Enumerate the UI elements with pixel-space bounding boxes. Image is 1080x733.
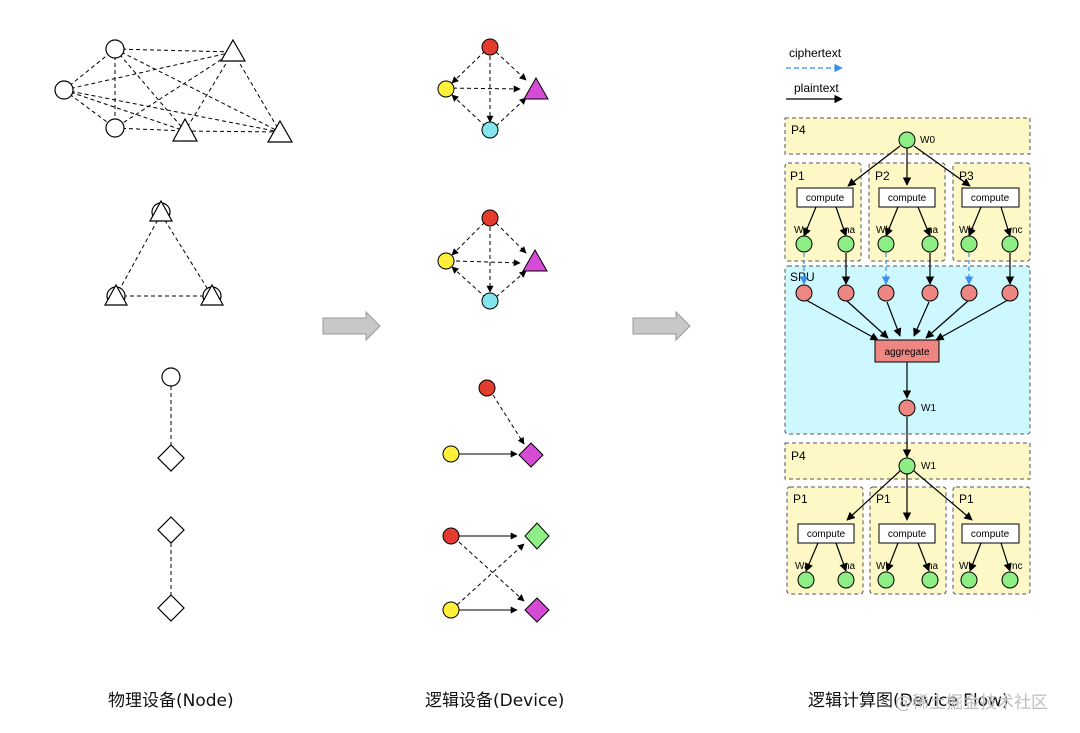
compute-box-label: compute (971, 529, 1010, 540)
physical-node-triangle (266, 119, 294, 143)
w0-label: W0 (920, 135, 935, 146)
aggregate-box (874, 339, 940, 363)
legend-ciphertext-label: ciphertext (789, 46, 842, 60)
lower-output-node (877, 571, 895, 589)
lower-output-label: na (844, 561, 856, 572)
bottom-party-label-3: P1 (959, 492, 974, 506)
logical-group-3 (442, 379, 544, 468)
spu-w1-node (898, 399, 916, 417)
physical-device-caption: 物理设备(Node) (108, 691, 234, 711)
bottom-party-label-2: P1 (876, 492, 891, 506)
upper-output-label: nc (1012, 225, 1023, 236)
lower-output-node (837, 571, 855, 589)
upper-output-label: Wb (876, 225, 891, 236)
transition-arrow-1 (322, 310, 381, 342)
top-party-label: P4 (791, 123, 806, 137)
upper-output-node (1001, 235, 1019, 253)
physical-device-column (54, 38, 294, 622)
aggregate-label: aggregate (884, 347, 929, 358)
physical-node-triangle (171, 117, 199, 142)
party-label-2: P2 (875, 169, 890, 183)
upper-output-label: na (844, 225, 856, 236)
compute-box (797, 523, 855, 544)
physical-pair-group-1 (157, 367, 185, 472)
watermark: @稀土掘金技术社区 (895, 693, 1048, 713)
upper-output-label: na (927, 225, 939, 236)
physical-pair-group-2 (157, 516, 185, 622)
lower-output-node (1001, 571, 1019, 589)
physical-mesh-nodes (54, 38, 294, 143)
bottom-party-label: P4 (791, 449, 806, 463)
legend-plaintext-label: plaintext (794, 81, 839, 95)
compute-box (961, 187, 1020, 208)
upper-output-node (960, 235, 978, 253)
physical-node-circle (105, 118, 125, 138)
lower-output-label: Wb (876, 561, 891, 572)
logical-device-caption: 逻辑设备(Device) (425, 691, 565, 711)
device-flow-caption: 逻辑计算图(Device Flow) (808, 691, 1009, 711)
physical-mesh-edges (63, 48, 281, 133)
compute-box-label: compute (888, 529, 927, 540)
compute-box-label: compute (971, 193, 1010, 204)
physical-node-circle (105, 39, 125, 59)
lower-output-label: nc (1012, 561, 1023, 572)
upper-output-node (837, 235, 855, 253)
spu-input-node (1001, 284, 1019, 302)
compute-box (796, 187, 854, 208)
physical-node-triangle (219, 38, 247, 62)
spu-w1-label: W1 (921, 403, 936, 414)
spu-label: SPU (790, 270, 815, 284)
logical-group-4 (442, 522, 550, 623)
lower-output-node (960, 571, 978, 589)
spu-input-node (877, 284, 895, 302)
lower-output-node (921, 571, 939, 589)
w1-label: W1 (921, 461, 936, 472)
lower-output-label: Wb (959, 561, 974, 572)
party-label-3: P3 (959, 169, 974, 183)
physical-triangle-group (103, 199, 225, 306)
w1-node (898, 457, 916, 475)
w0-node (898, 131, 916, 149)
compute-box-label: compute (806, 193, 845, 204)
lower-output-node (797, 571, 815, 589)
spu-input-node (960, 284, 978, 302)
lower-output-label: na (927, 561, 939, 572)
upper-compute-boxes: compute compute compute (796, 187, 1020, 208)
compute-box (878, 187, 936, 208)
upper-output-node (921, 235, 939, 253)
upper-output-node (795, 235, 813, 253)
bottom-party-label-1: P1 (793, 492, 808, 506)
lower-compute-boxes: compute compute compute (797, 523, 1020, 544)
device-flow-column: ciphertext plaintext P4 P1 P2 P3 SPU P4 … (784, 46, 1031, 595)
compute-box-label: compute (807, 529, 846, 540)
logical-group-1 (437, 38, 549, 139)
physical-node-circle (54, 80, 74, 100)
spu-input-node (921, 284, 939, 302)
upper-output-label: Wa (794, 225, 809, 236)
upper-output-node (877, 235, 895, 253)
compute-box-label: compute (888, 193, 927, 204)
party-label-1: P1 (790, 169, 805, 183)
spu-input-node (795, 284, 813, 302)
transition-arrow-2 (632, 310, 691, 342)
upper-output-label: Wb (959, 225, 974, 236)
logical-group-2 (437, 209, 548, 310)
compute-box (961, 523, 1020, 544)
compute-box (878, 523, 936, 544)
lower-output-label: Wa (795, 561, 810, 572)
logical-device-column (437, 38, 550, 623)
legend: ciphertext plaintext (786, 46, 843, 104)
spu-input-node (837, 284, 855, 302)
